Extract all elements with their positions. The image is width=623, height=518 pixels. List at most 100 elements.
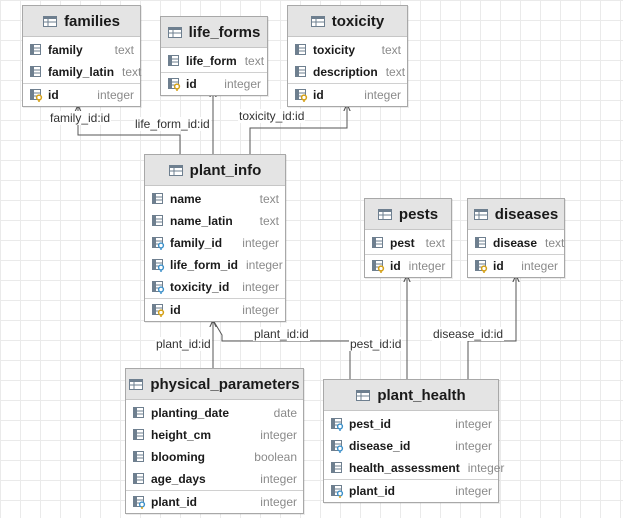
column-name: family_latin [48, 65, 115, 79]
column-type: integer [246, 258, 283, 272]
table-title: families [64, 12, 120, 30]
column-type: text [425, 236, 445, 250]
foreign-key-icon [331, 418, 344, 431]
link-toxicity [249, 104, 347, 154]
column-icon [30, 44, 41, 55]
column-type: text [122, 65, 142, 79]
table-header[interactable]: plant_health [324, 380, 498, 411]
column-type: integer [242, 280, 279, 294]
table-header[interactable]: diseases [468, 199, 564, 230]
table-header[interactable]: physical_parameters [126, 369, 303, 400]
column-name: plant_id [151, 495, 198, 509]
table-header[interactable]: plant_info [145, 155, 285, 186]
table-title: physical_parameters [150, 375, 300, 393]
column-type: text [244, 54, 265, 68]
table-header[interactable]: families [23, 6, 140, 37]
column-type: integer [242, 236, 279, 250]
column-type: date [273, 406, 297, 420]
column-type: integer [260, 495, 297, 509]
link-label-life-form: life_form_id:id [134, 117, 211, 131]
column-type: text [385, 65, 406, 79]
table-physical-parameters[interactable]: physical_parameters planting_date date heig… [125, 368, 304, 514]
column-type: text [259, 214, 279, 228]
column-row[interactable]: toxicity_id integer [145, 276, 285, 298]
primary-key-icon [152, 304, 165, 317]
column-icon [475, 237, 486, 248]
column-row[interactable]: planting_date date [126, 402, 303, 424]
primary-key-section: plant_id integer [126, 490, 303, 513]
column-icon [133, 429, 144, 440]
column-type: text [114, 43, 134, 57]
link-label-toxicity: toxicity_id:id [238, 109, 306, 123]
link-label-family: family_id:id [49, 111, 112, 125]
table-title: toxicity [331, 12, 385, 30]
column-row[interactable]: family_latin text [23, 61, 142, 83]
column-icon [133, 451, 144, 462]
table-title: plant_info [189, 161, 262, 179]
column-name: toxicity [313, 43, 356, 57]
primary-key-row[interactable]: plant_id integer [126, 491, 303, 513]
table-title: life_forms [188, 23, 261, 41]
column-name: disease_id [349, 439, 411, 453]
column-name: disease [493, 236, 538, 250]
table-icon [473, 208, 488, 220]
column-icon [30, 66, 41, 77]
column-name: id [313, 88, 324, 102]
table-header[interactable]: pests [365, 199, 451, 230]
primary-foreign-key-icon [133, 496, 146, 509]
column-name: name_latin [170, 214, 233, 228]
column-row[interactable]: life_form_id integer [145, 254, 285, 276]
column-icon [152, 193, 163, 204]
column-name: planting_date [151, 406, 230, 420]
primary-key-icon [475, 260, 488, 273]
column-name: toxicity_id [170, 280, 230, 294]
column-type: integer [455, 439, 492, 453]
column-row[interactable]: disease_id integer [324, 435, 498, 457]
table-header[interactable]: life_forms [161, 17, 267, 48]
column-name: life_form_id [170, 258, 239, 272]
column-row[interactable]: name_latin text [145, 210, 285, 232]
column-name: age_days [151, 472, 206, 486]
column-name: height_cm [151, 428, 212, 442]
column-icon [152, 215, 163, 226]
link-label-disease: disease_id:id [432, 327, 505, 341]
table-header[interactable]: toxicity [288, 6, 407, 37]
table-icon [43, 15, 58, 27]
column-icon [133, 473, 144, 484]
table-title: pests [398, 205, 439, 223]
